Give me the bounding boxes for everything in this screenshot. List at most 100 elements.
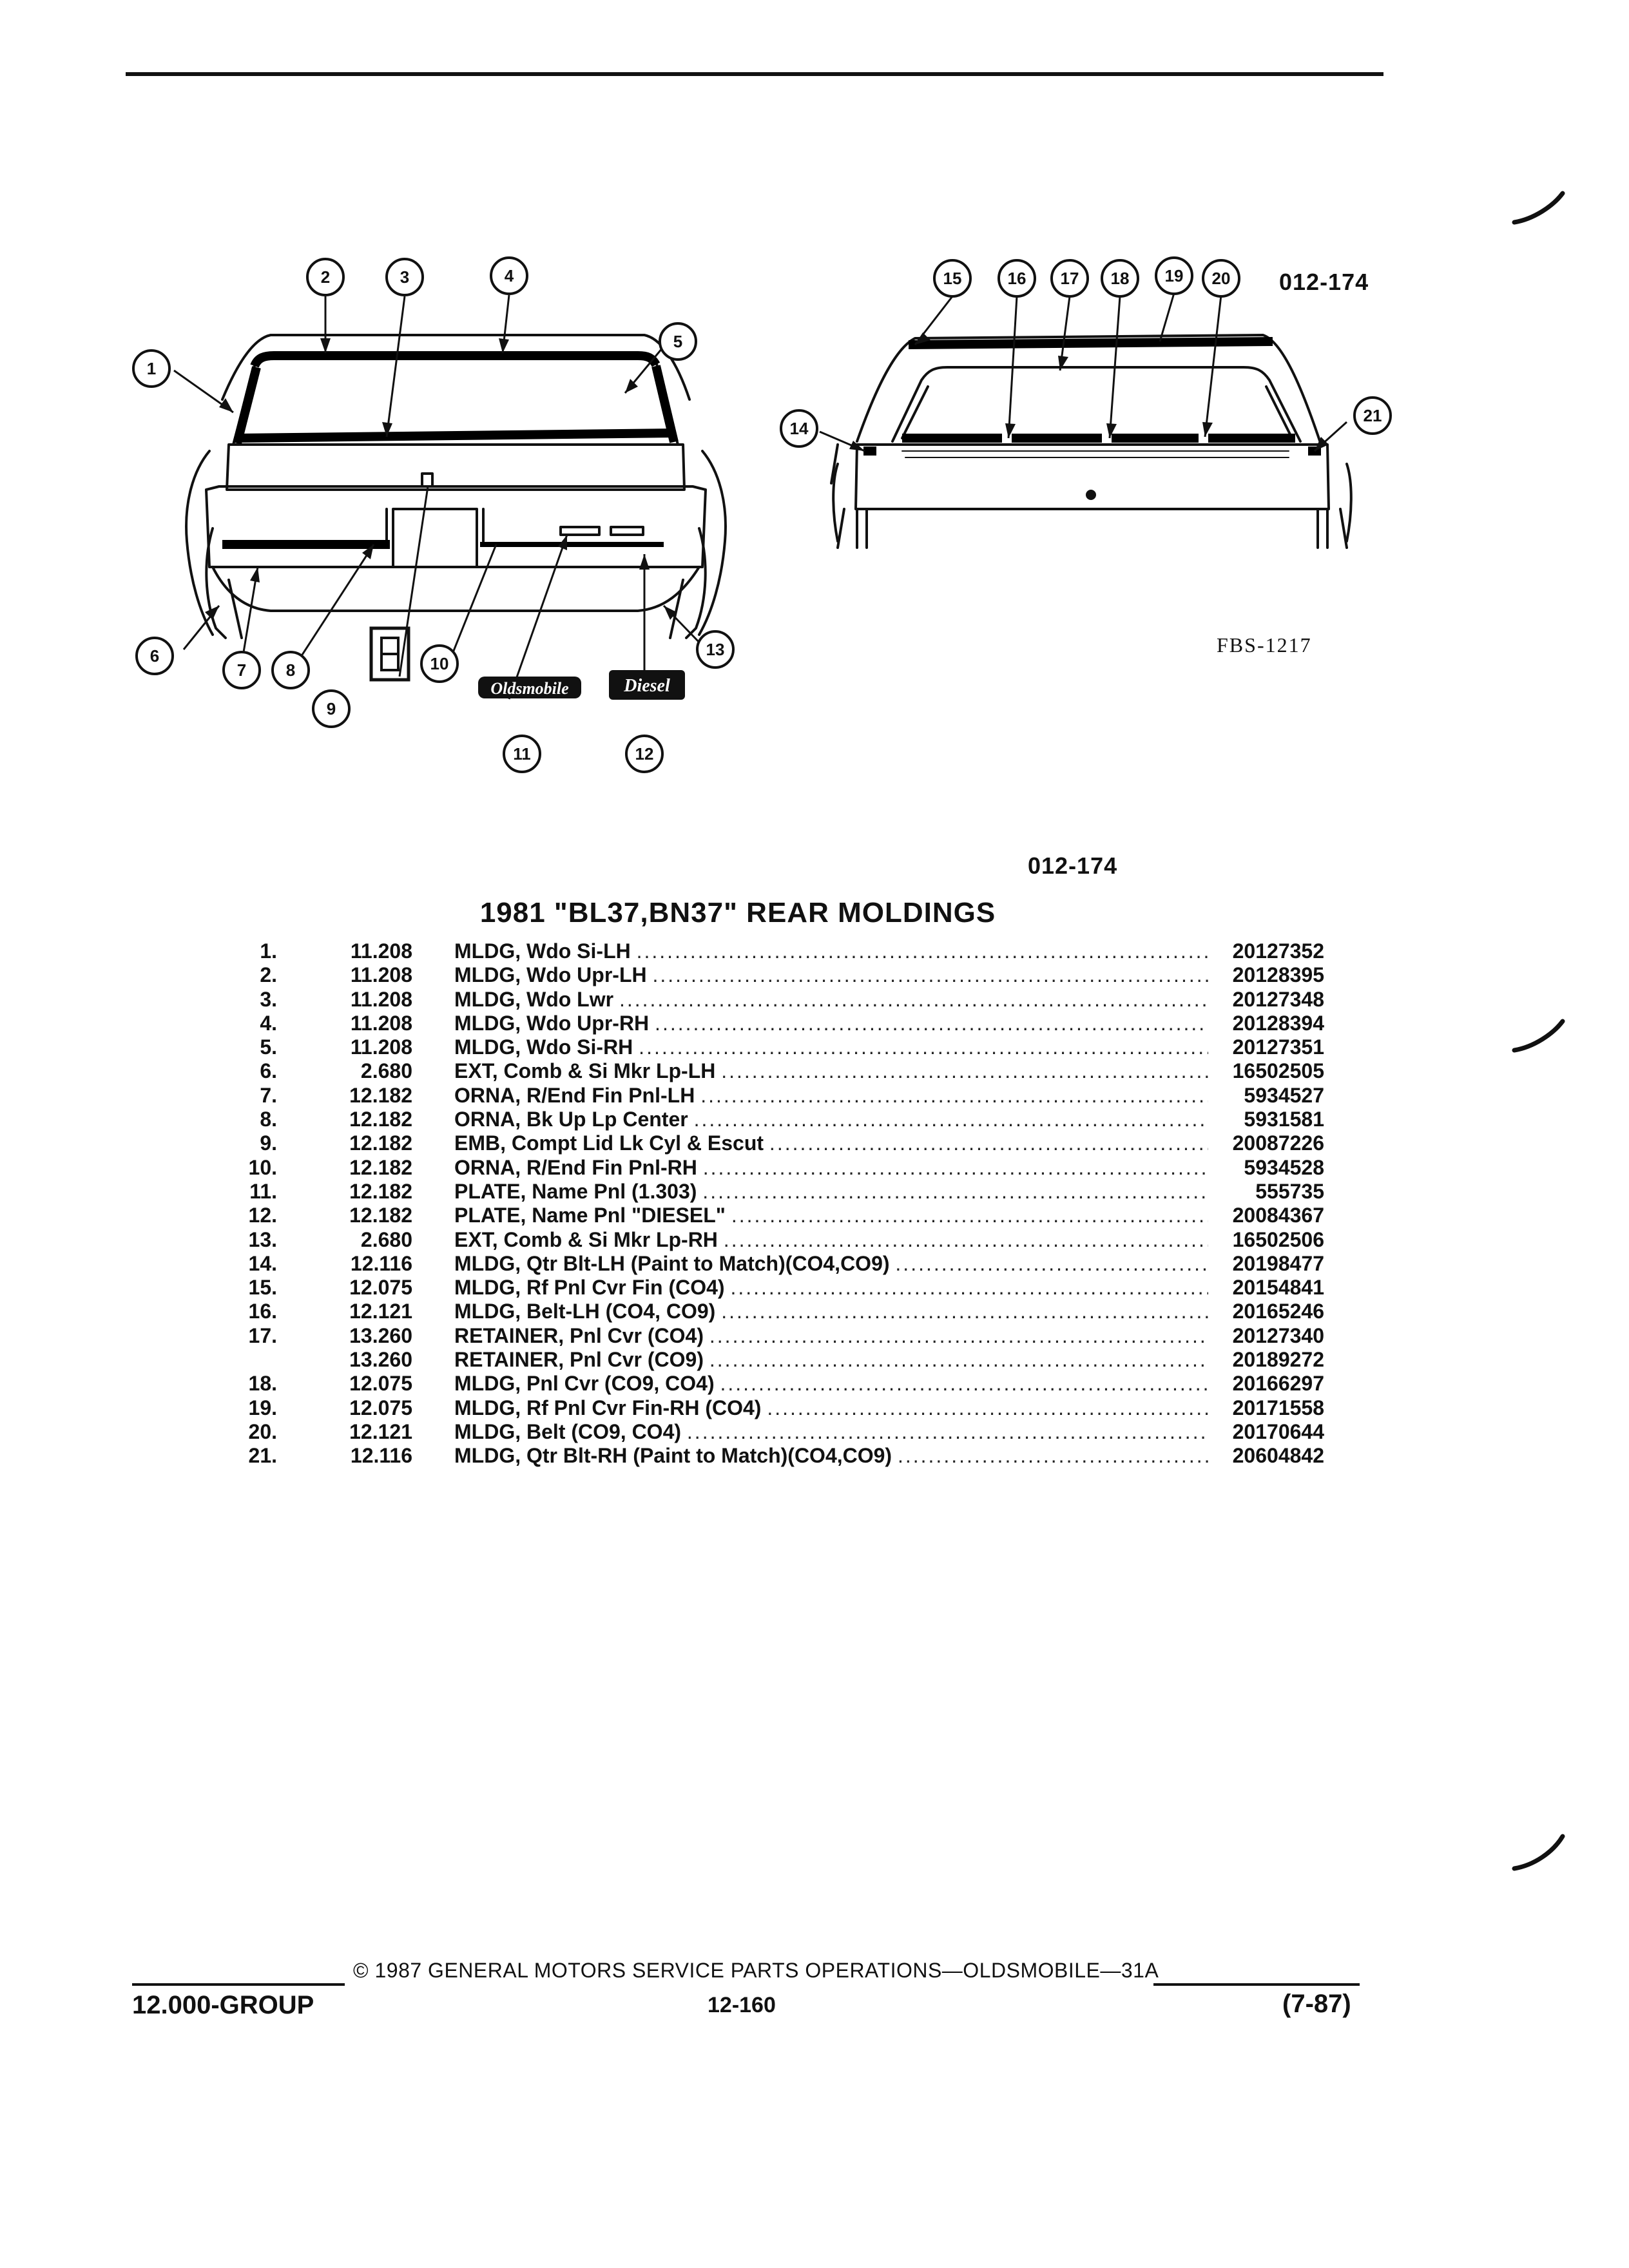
- part-description: MLDG, Wdo Upr-LH .......................…: [454, 963, 1208, 987]
- right-roof-cover-molding: [908, 337, 1273, 349]
- left-deck-lid: [226, 443, 686, 491]
- part-desc-text: Belt-LH (CO4, CO9): [526, 1300, 716, 1323]
- part-number: 7.: [260, 1083, 277, 1107]
- part-description: MLDG, Rf Pnl Cvr Fin (CO4) .............…: [454, 1276, 1208, 1300]
- part-type: MLDG,: [454, 963, 521, 987]
- footer-rule-left: [132, 1983, 345, 1986]
- left-body-upper-r: [698, 450, 727, 636]
- part-description: EMB, Compt Lid Lk Cyl & Escut ..........…: [454, 1131, 1208, 1155]
- page-title: 1981 "BL37,BN37" REAR MOLDINGS: [479, 897, 996, 928]
- part-desc-text: Qtr Blt-LH (Paint to Match)(CO4,CO9): [526, 1251, 890, 1275]
- part-pn: 20198477: [1232, 1251, 1324, 1275]
- right-rear-window: [891, 366, 1302, 443]
- part-desc-text: Comb & Si Mkr Lp-LH: [503, 1059, 716, 1083]
- part-description: MLDG, Wdo Lwr ..........................…: [454, 988, 1208, 1012]
- part-number: 12.: [248, 1204, 277, 1227]
- part-group: 11.208: [350, 1011, 412, 1035]
- part-description: MLDG, Qtr Blt-LH (Paint to Match)(CO4,CO…: [454, 1252, 1208, 1276]
- dot-leader: ........................................…: [619, 987, 1208, 1011]
- part-number: 18.: [248, 1372, 277, 1396]
- part-pn: 20127348: [1232, 987, 1324, 1011]
- part-pn: 20127340: [1232, 1323, 1324, 1347]
- part-type: ORNA,: [454, 1108, 521, 1131]
- part-pn: 555735: [1255, 1179, 1324, 1203]
- part-description: RETAINER, Pnl Cvr (CO9) ................…: [454, 1348, 1208, 1372]
- left-roof-outline: [221, 334, 691, 401]
- part-group: 12.075: [349, 1276, 412, 1300]
- part-type: ORNA,: [454, 1083, 521, 1107]
- part-description: MLDG, Rf Pnl Cvr Fin-RH (CO4) ..........…: [454, 1396, 1208, 1420]
- dot-leader: ........................................…: [723, 1227, 1208, 1251]
- dot-leader: ........................................…: [702, 1179, 1208, 1203]
- dot-leader: ........................................…: [655, 1011, 1208, 1035]
- part-desc-text: Belt (CO9, CO4): [526, 1419, 682, 1443]
- part-type: MLDG,: [454, 1419, 521, 1443]
- part-group: 12.121: [349, 1419, 412, 1443]
- dot-leader: ........................................…: [636, 939, 1208, 963]
- dot-leader: ........................................…: [730, 1276, 1208, 1300]
- part-description: ORNA, R/End Fin Pnl-RH .................…: [454, 1156, 1208, 1180]
- part-desc-text: Wdo Si-LH: [526, 939, 631, 963]
- part-group: 12.182: [349, 1155, 412, 1179]
- part-group: 12.182: [349, 1204, 412, 1227]
- part-group: 12.075: [349, 1372, 412, 1396]
- part-type: EXT,: [454, 1059, 498, 1083]
- part-description: ORNA, Bk Up Lp Center ..................…: [454, 1108, 1208, 1131]
- part-group: 11.208: [350, 987, 412, 1011]
- part-group: 13.260: [349, 1348, 412, 1372]
- part-pn: 5934527: [1244, 1083, 1324, 1107]
- callouts-right: [780, 256, 1392, 448]
- svg-text:6: 6: [150, 646, 159, 666]
- part-description: MLDG, Wdo Si-LH ........................…: [454, 939, 1208, 963]
- part-type: PLATE,: [454, 1204, 526, 1227]
- right-roof-outline: [856, 334, 1322, 446]
- oldsmobile-emblem: Oldsmobile: [478, 677, 581, 698]
- part-row: 3. 11.208 MLDG, Wdo Lwr ..................…: [219, 987, 1324, 1012]
- part-group: 12.182: [349, 1179, 412, 1203]
- part-pn: 20127351: [1232, 1035, 1324, 1059]
- part-type: MLDG,: [454, 1251, 521, 1275]
- svg-text:13: 13: [706, 640, 725, 659]
- svg-text:4: 4: [505, 266, 514, 285]
- part-type: MLDG,: [454, 1372, 521, 1396]
- footer-page-number: 12-160: [708, 1993, 776, 2017]
- part-group: 12.116: [350, 1251, 412, 1275]
- left-body-upper: [185, 450, 214, 636]
- part-type: MLDG,: [454, 1035, 521, 1059]
- svg-text:10: 10: [430, 654, 449, 673]
- part-pn: 5934528: [1244, 1155, 1324, 1179]
- part-number: 19.: [248, 1396, 277, 1419]
- svg-text:1: 1: [147, 359, 156, 378]
- dot-leader: ........................................…: [693, 1108, 1208, 1131]
- part-description: EXT, Comb & Si Mkr Lp-LH ...............…: [454, 1059, 1208, 1083]
- part-group: 12.121: [349, 1300, 412, 1323]
- part-group: 13.260: [349, 1323, 412, 1347]
- part-desc-text: Bk Up Lp Center: [526, 1108, 688, 1131]
- part-number: 3.: [260, 987, 277, 1011]
- svg-text:20: 20: [1212, 269, 1231, 288]
- part-desc-text: Qtr Blt-RH (Paint to Match)(CO4,CO9): [526, 1444, 892, 1468]
- header-rule: [126, 72, 1383, 76]
- part-desc-text: Wdo Si-RH: [526, 1035, 633, 1059]
- dot-leader: ........................................…: [686, 1419, 1208, 1443]
- part-description: MLDG, Belt-LH (CO4, CO9) ...............…: [454, 1300, 1208, 1323]
- part-number: 11.: [249, 1179, 277, 1203]
- part-description: MLDG, Qtr Blt-RH (Paint to Match)(CO4,CO…: [454, 1444, 1208, 1468]
- svg-text:21: 21: [1364, 406, 1382, 425]
- part-type: MLDG,: [454, 987, 521, 1011]
- part-group: 11.208: [350, 939, 412, 963]
- part-desc-text: Rf Pnl Cvr Fin-RH (CO4): [526, 1396, 762, 1419]
- part-description: MLDG, Wdo Si-RH ........................…: [454, 1035, 1208, 1059]
- part-description: EXT, Comb & Si Mkr Lp-RH ...............…: [454, 1228, 1208, 1252]
- part-pn: 20128394: [1232, 1011, 1324, 1035]
- callout-labels-right: 14 15 16 17 18 19 20 21: [790, 266, 1382, 438]
- left-tail-rp: [685, 527, 707, 639]
